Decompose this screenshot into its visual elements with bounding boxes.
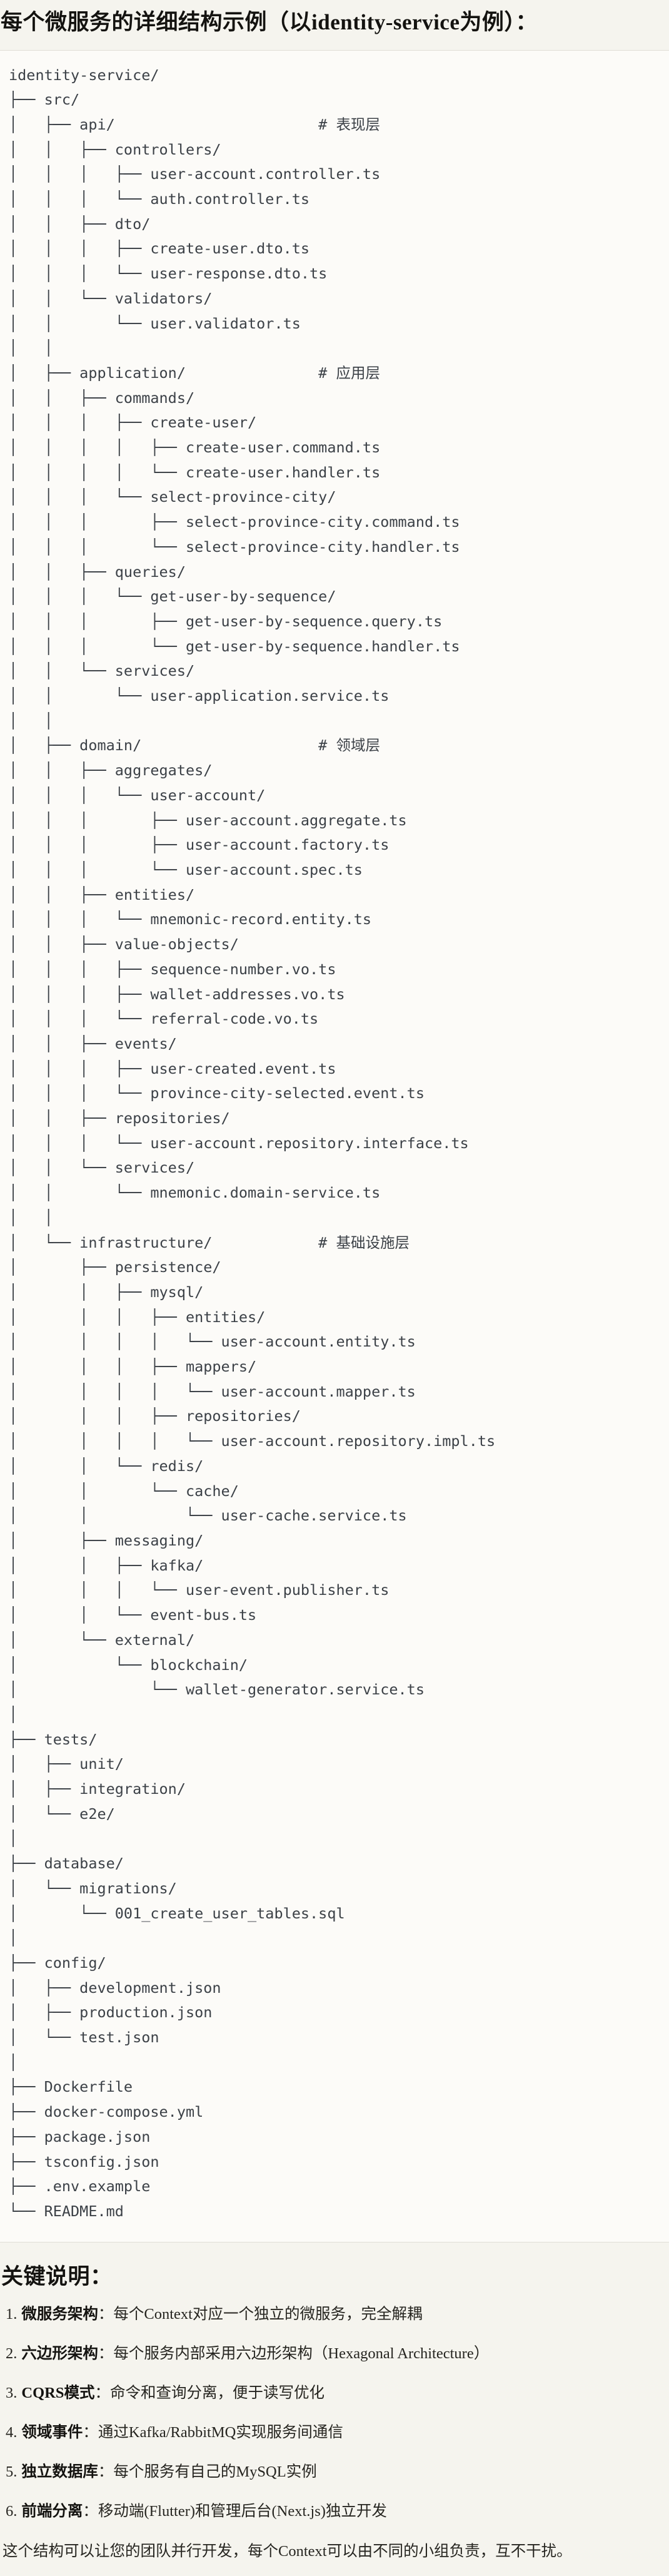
notes-heading: 关键说明： <box>1 2264 113 2289</box>
note-number: 1. <box>6 2306 18 2323</box>
note-text: ：命令和查询分离，便于读写优化 <box>94 2385 324 2402</box>
page-title: 每个微服务的详细结构示例（以identity-service为例）： <box>1 10 538 34</box>
key-notes-section: 关键说明： 1.微服务架构：每个Context对应一个独立的微服务，完全解耦 2… <box>0 2263 669 2562</box>
note-text: ：每个服务内部采用六边形架构（Hexagonal Architecture） <box>98 2345 490 2363</box>
note-item: 1.微服务架构：每个Context对应一个独立的微服务，完全解耦 <box>6 2305 668 2324</box>
note-label: 微服务架构 <box>21 2306 98 2323</box>
note-label: 六边形架构 <box>21 2345 98 2363</box>
note-item: 6.前端分离：移动端(Flutter)和管理后台(Next.js)独立开发 <box>6 2502 668 2521</box>
closing-paragraph: 这个结构可以让您的团队并行开发，每个Context可以由不同的小组负责，互不干扰… <box>3 2543 572 2560</box>
note-text: ：每个服务有自己的MySQL实例 <box>98 2463 317 2481</box>
note-item: 5.独立数据库：每个服务有自己的MySQL实例 <box>6 2463 668 2482</box>
note-label: 前端分离 <box>21 2503 83 2520</box>
file-tree-code-block: identity-service/ ├── src/ │ ├── api/ # … <box>0 49 669 2243</box>
note-text: ：每个Context对应一个独立的微服务，完全解耦 <box>98 2306 423 2323</box>
note-text: ：通过Kafka/RabbitMQ实现服务间通信 <box>83 2424 343 2441</box>
note-item: 3.CQRS模式：命令和查询分离，便于读写优化 <box>6 2384 668 2403</box>
note-label: 领域事件 <box>21 2424 83 2441</box>
note-label: 独立数据库 <box>21 2463 98 2481</box>
note-text: ：移动端(Flutter)和管理后台(Next.js)独立开发 <box>83 2503 387 2520</box>
note-number: 5. <box>6 2463 18 2481</box>
note-number: 4. <box>6 2424 18 2441</box>
note-item: 4.领域事件：通过Kafka/RabbitMQ实现服务间通信 <box>6 2423 668 2442</box>
note-item: 2.六边形架构：每个服务内部采用六边形架构（Hexagonal Architec… <box>6 2344 668 2363</box>
note-number: 6. <box>6 2503 18 2520</box>
key-notes-list: 1.微服务架构：每个Context对应一个独立的微服务，完全解耦 2.六边形架构… <box>1 2305 668 2521</box>
note-label: CQRS模式 <box>21 2385 95 2402</box>
note-number: 3. <box>6 2385 18 2402</box>
note-number: 2. <box>6 2345 18 2363</box>
